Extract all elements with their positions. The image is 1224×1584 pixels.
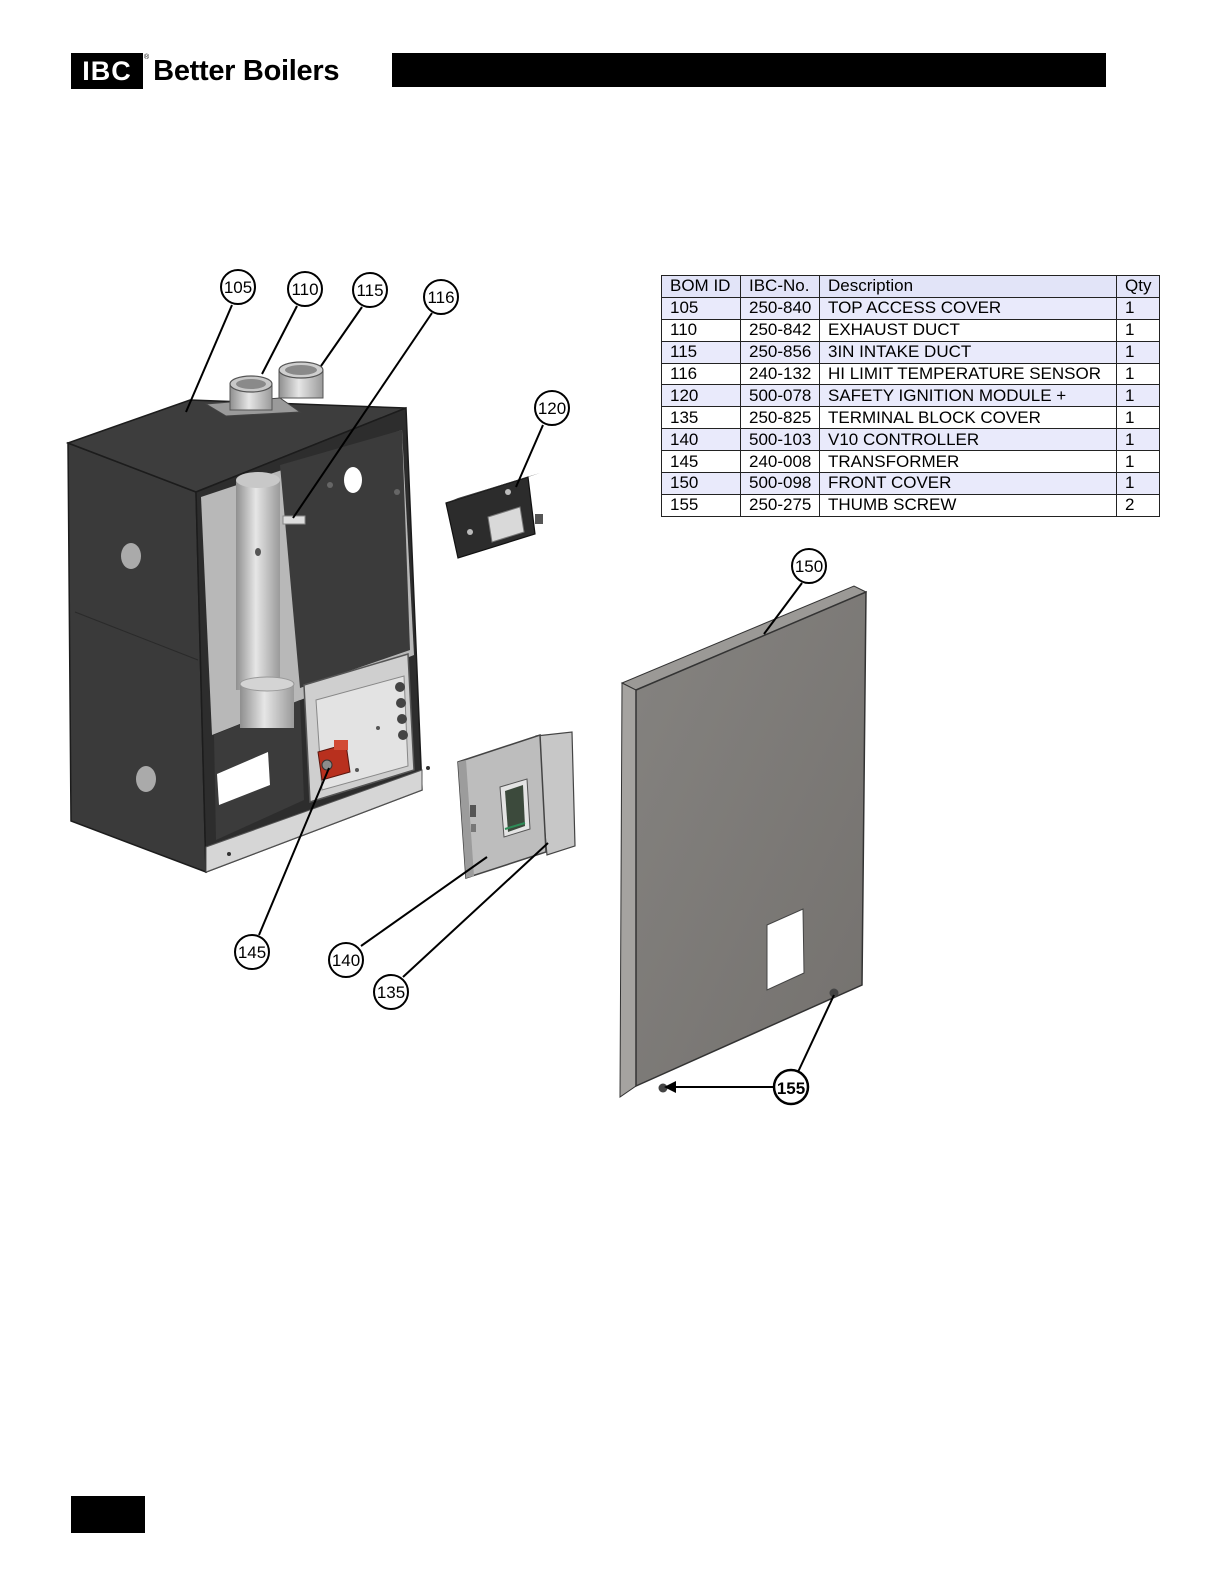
callout-116: 116 bbox=[423, 279, 459, 315]
callout-115: 115 bbox=[352, 272, 388, 308]
header-bar bbox=[392, 53, 1106, 87]
exhaust-duct bbox=[229, 375, 273, 411]
bom-part-no: 500-103 bbox=[740, 428, 820, 452]
front-cover-panel bbox=[619, 585, 868, 1098]
bom-description: EXHAUST DUCT bbox=[819, 318, 1117, 342]
bom-part-no: 250-840 bbox=[740, 296, 820, 320]
bom-col-header: BOM ID bbox=[661, 275, 741, 298]
bom-qty: 1 bbox=[1116, 362, 1160, 386]
bom-id: 145 bbox=[661, 450, 741, 474]
svg-text:110: 110 bbox=[291, 280, 318, 299]
bom-description: 3IN INTAKE DUCT bbox=[819, 340, 1117, 364]
svg-text:155: 155 bbox=[777, 1079, 805, 1098]
bom-id: 150 bbox=[661, 472, 741, 495]
callout-135: 135 bbox=[373, 974, 409, 1010]
bom-id: 105 bbox=[661, 296, 741, 320]
bom-description: TERMINAL BLOCK COVER bbox=[819, 406, 1117, 430]
page-number-box bbox=[71, 1496, 145, 1533]
bom-part-no: 250-842 bbox=[740, 318, 820, 342]
callout-110: 110 bbox=[287, 271, 323, 307]
intake-duct bbox=[278, 361, 324, 399]
bom-part-no: 250-275 bbox=[740, 493, 820, 517]
bom-col-header: IBC-No. bbox=[740, 275, 820, 298]
svg-text:120: 120 bbox=[538, 399, 566, 418]
bom-col-header: Qty bbox=[1116, 275, 1160, 298]
bom-id: 140 bbox=[661, 428, 741, 452]
bom-part-no: 250-856 bbox=[740, 340, 820, 364]
svg-text:105: 105 bbox=[224, 278, 252, 297]
bom-part-no: 240-008 bbox=[740, 450, 820, 474]
bom-qty: 1 bbox=[1116, 340, 1160, 364]
brand-logo: IBC ® Better Boilers bbox=[71, 53, 339, 89]
bom-part-no: 240-132 bbox=[740, 362, 820, 386]
leader-lines bbox=[185, 304, 835, 1088]
bom-id: 135 bbox=[661, 406, 741, 430]
callout-145: 145 bbox=[234, 934, 270, 970]
bom-id: 155 bbox=[661, 493, 741, 517]
bom-description: HI LIMIT TEMPERATURE SENSOR bbox=[819, 362, 1117, 386]
thumb-screws bbox=[658, 988, 839, 1093]
bom-qty: 1 bbox=[1116, 428, 1160, 452]
bom-id: 115 bbox=[661, 340, 741, 364]
bom-description: V10 CONTROLLER bbox=[819, 428, 1117, 452]
bom-part-no: 250-825 bbox=[740, 406, 820, 430]
bom-qty: 1 bbox=[1116, 296, 1160, 320]
bom-qty: 2 bbox=[1116, 493, 1160, 517]
bom-qty: 1 bbox=[1116, 406, 1160, 430]
svg-text:140: 140 bbox=[332, 951, 360, 970]
svg-text:115: 115 bbox=[356, 281, 383, 300]
bom-col-header: Description bbox=[819, 275, 1117, 298]
brand-name: Better Boilers bbox=[153, 54, 340, 87]
bom-qty: 1 bbox=[1116, 318, 1160, 342]
ibc-logo-mark: IBC bbox=[71, 53, 143, 89]
svg-text:135: 135 bbox=[377, 983, 405, 1002]
bom-id: 120 bbox=[661, 384, 741, 408]
bom-qty: 1 bbox=[1116, 384, 1160, 408]
controller-assembly bbox=[457, 731, 576, 880]
svg-text:150: 150 bbox=[795, 557, 823, 576]
bom-description: TOP ACCESS COVER bbox=[819, 296, 1117, 320]
bom-header-row: BOM ID IBC-No. Description Qty bbox=[661, 275, 1160, 298]
ignition-module bbox=[445, 473, 543, 559]
svg-text:145: 145 bbox=[238, 943, 266, 962]
callout-120: 120 bbox=[534, 390, 570, 426]
callout-105: 105 bbox=[220, 269, 256, 305]
bom-qty: 1 bbox=[1116, 472, 1160, 495]
svg-text:116: 116 bbox=[427, 288, 454, 307]
callout-140: 140 bbox=[328, 942, 364, 978]
bom-description: THUMB SCREW bbox=[819, 493, 1117, 517]
registered-mark: ® bbox=[144, 54, 150, 61]
bom-description: FRONT COVER bbox=[819, 472, 1117, 495]
callout-155: 155 bbox=[772, 1068, 810, 1106]
transformer bbox=[317, 740, 351, 781]
callout-150: 150 bbox=[791, 548, 827, 584]
bom-id: 110 bbox=[661, 318, 741, 342]
bom-id: 116 bbox=[661, 362, 741, 386]
boiler-cabinet bbox=[65, 361, 430, 874]
bom-qty: 1 bbox=[1116, 450, 1160, 474]
bom-part-no: 500-098 bbox=[740, 472, 820, 495]
